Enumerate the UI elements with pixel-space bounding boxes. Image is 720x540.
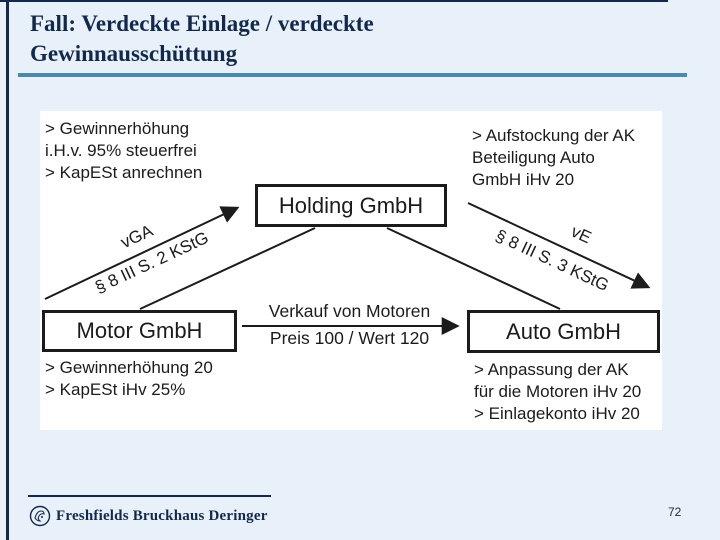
page-title-line-1: Fall: Verdeckte Einlage / verdeckte [30, 11, 374, 36]
motor-gmbh-label: Motor GmbH [76, 318, 203, 343]
slide-left-border [6, 0, 9, 540]
annotation-line: > KapESt iHv 25% [45, 380, 186, 399]
footer-rule [28, 495, 271, 497]
vga-arrow [44, 206, 240, 300]
auto-gmbh-box: Auto GmbH [467, 310, 660, 353]
annotation-auto: > Anpassung der AK für die Motoren iHv 2… [474, 359, 641, 425]
annotation-line: > KapESt anrechnen [45, 163, 203, 182]
annotation-line: > Aufstockung der AK [472, 126, 636, 145]
annotation-line: Beteiligung Auto [472, 148, 595, 167]
sale-arrow-label-top: Verkauf von Motoren [268, 301, 431, 321]
annotation-line: GmbH iHv 20 [472, 170, 575, 189]
annotation-holding-right: > Aufstockung der AK Beteiligung Auto Gm… [472, 125, 635, 191]
holding-gmbh-label: Holding GmbH [278, 192, 424, 218]
annotation-line: > Gewinnerhöhung 20 [45, 358, 213, 377]
annotation-line: > Anpassung der AK [474, 360, 629, 379]
ownership-line-holding-auto [386, 227, 561, 310]
page-title-line-2: Gewinnausschüttung [30, 41, 238, 66]
title-underline [18, 73, 687, 77]
slide-top-border [0, 0, 668, 2]
annotation-line: > Einlagekonto iHv 20 [474, 404, 640, 423]
ownership-line-holding-motor [139, 227, 316, 310]
annotation-line: > Gewinnerhöhung [45, 119, 190, 138]
freshfields-logo-icon [29, 505, 51, 527]
annotation-holding-left: > Gewinnerhöhung i.H.v. 95% steuerfrei >… [45, 118, 202, 184]
annotation-line: i.H.v. 95% steuerfrei [45, 141, 197, 160]
motor-gmbh-box: Motor GmbH [42, 310, 237, 352]
annotation-line: für die Motoren iHv 20 [474, 382, 642, 401]
auto-gmbh-label: Auto GmbH [506, 318, 621, 344]
diagram-canvas: Holding GmbH Motor GmbH Auto GmbH > Gewi… [40, 111, 662, 430]
firm-name: Freshfields Bruckhaus Deringer [56, 508, 268, 524]
diagram-lines [44, 202, 651, 335]
page-number: 72 [668, 505, 682, 519]
page-title: Fall: Verdeckte Einlage / verdeckte Gewi… [30, 9, 680, 69]
ve-arrow [467, 202, 651, 289]
holding-gmbh-box: Holding GmbH [255, 184, 447, 227]
annotation-motor: > Gewinnerhöhung 20 > KapESt iHv 25% [45, 357, 213, 401]
sale-arrow-label-bottom: Preis 100 / Wert 120 [269, 328, 430, 348]
